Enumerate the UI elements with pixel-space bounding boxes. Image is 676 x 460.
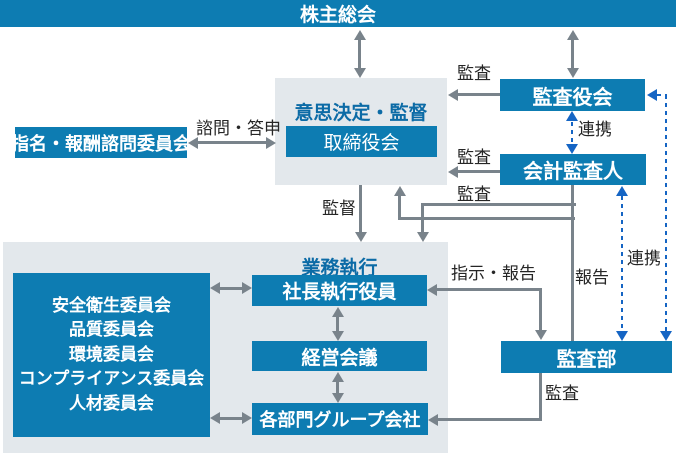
dashed-auditboard-auditor-head-up — [566, 111, 578, 121]
edge-label-report: 報告 — [575, 268, 609, 287]
committee-item-hr: 人材委員会 — [69, 393, 154, 413]
arrow-shareholders-board-head-down — [354, 68, 366, 78]
dashed-auditboard-dept-horizontal — [657, 94, 667, 96]
arrow-committees-president-shaft — [220, 287, 242, 290]
label-business-execution: 業務執行 — [301, 258, 378, 279]
arrow-instruct-report-head-left — [427, 284, 437, 296]
committee-item-quality: 品質委員会 — [69, 320, 154, 340]
arrow-council-group-shaft — [336, 380, 339, 395]
edge-label-audit-auditor: 監査 — [457, 148, 491, 167]
line-report-trunk — [571, 185, 574, 341]
arrow-auditor-audit-shaft — [458, 170, 500, 173]
committee-item-safety: 安全衛生委員会 — [52, 295, 171, 315]
arrow-committees-group-head-right — [242, 412, 252, 424]
arrow-report-up-vertical — [398, 196, 401, 219]
arrow-audit-exec-head — [417, 232, 429, 242]
dashed-auditboard-dept-vertical — [665, 95, 667, 331]
committee-item-compliance: コンプライアンス委員会 — [18, 369, 205, 389]
edge-label-audit-dept: 監査 — [545, 384, 579, 403]
arrow-audit-exec-horizontal — [421, 203, 576, 206]
node-shareholders: 株主総会 — [0, 0, 676, 27]
arrow-advisory-head-left — [188, 137, 198, 149]
node-president-executive-officer: 社長執行役員 — [252, 275, 427, 306]
label-decision-supervision: 意思決定・監督 — [294, 103, 428, 124]
arrow-shareholders-board-shaft — [358, 40, 361, 70]
arrow-report-up-horizontal — [398, 217, 575, 220]
arrow-committees-group-shaft — [220, 417, 242, 420]
node-board-of-directors: 取締役会 — [286, 126, 437, 157]
dashed-auditor-dept-head-down — [616, 331, 628, 341]
arrow-council-group-head-up — [332, 372, 344, 382]
arrow-instruct-report-vertical — [539, 290, 542, 330]
arrow-advisory-shaft — [198, 141, 266, 144]
arrow-shareholders-auditboard-shaft — [571, 40, 574, 70]
dashed-auditboard-auditor-shaft — [571, 122, 573, 144]
arrow-committees-group-head-left — [210, 412, 220, 424]
edge-label-advisory: 諮問・答申 — [196, 119, 281, 138]
arrow-shareholders-board-head-up — [354, 30, 366, 40]
arrow-dept-audit-vertical — [539, 373, 542, 420]
edge-label-audit-exec: 監査 — [457, 185, 491, 204]
arrow-shareholders-auditboard-head-down — [567, 68, 579, 78]
node-internal-committees: 安全衛生委員会 品質委員会 環境委員会 コンプライアンス委員会 人材委員会 — [13, 273, 210, 437]
arrow-auditboard-audit-head — [448, 89, 458, 101]
panel-business-execution: 業務執行 安全衛生委員会 品質委員会 環境委員会 コンプライアンス委員会 人材委… — [3, 242, 448, 453]
arrow-instruct-report-horizontal — [437, 288, 542, 291]
edge-label-audit-auditboard: 監査 — [457, 64, 491, 83]
edge-label-supervision: 監督 — [322, 199, 356, 218]
node-management-council: 経営会議 — [252, 341, 427, 371]
arrow-committees-president-head-left — [210, 282, 220, 294]
arrow-president-council-head-up — [332, 307, 344, 317]
node-audit-department: 監査部 — [501, 341, 672, 373]
node-accounting-auditor: 会計監査人 — [500, 154, 646, 185]
arrow-dept-audit-head — [428, 414, 438, 426]
arrow-instruct-report-head-down — [535, 330, 547, 340]
node-group-companies: 各部門グループ会社 — [252, 403, 428, 435]
dashed-auditor-dept-head-up — [616, 186, 628, 196]
arrow-audit-exec-vertical — [421, 203, 424, 232]
arrow-president-council-shaft — [336, 315, 339, 332]
edge-label-instruct-report: 指示・報告 — [451, 264, 536, 283]
dashed-auditor-dept-shaft — [621, 196, 623, 331]
dashed-auditboard-dept-head-down — [660, 331, 672, 341]
arrow-report-up-head — [394, 186, 406, 196]
arrow-advisory-head-right — [266, 137, 276, 149]
arrow-council-group-head-down — [332, 393, 344, 403]
node-nomination-compensation-committee: 指名・報酬諮問委員会 — [11, 127, 191, 158]
node-audit-and-supervisory-board: 監査役会 — [500, 79, 645, 111]
arrow-auditboard-audit-shaft — [458, 93, 500, 96]
edge-label-cooperation-lower: 連携 — [627, 249, 661, 268]
arrow-auditor-audit-head — [448, 166, 458, 178]
arrow-supervision-shaft — [359, 185, 362, 232]
arrow-shareholders-auditboard-head-up — [567, 30, 579, 40]
edge-label-cooperation-upper: 連携 — [578, 120, 612, 139]
committee-item-environment: 環境委員会 — [69, 344, 154, 364]
panel-decision-supervision: 意思決定・監督 取締役会 — [275, 78, 447, 185]
dashed-auditboard-auditor-head-down — [566, 144, 578, 154]
dashed-auditboard-dept-head-left — [647, 89, 657, 101]
arrow-committees-president-head-right — [242, 282, 252, 294]
arrow-supervision-head — [355, 232, 367, 242]
arrow-dept-audit-horizontal — [437, 418, 542, 421]
arrow-president-council-head-down — [332, 331, 344, 341]
